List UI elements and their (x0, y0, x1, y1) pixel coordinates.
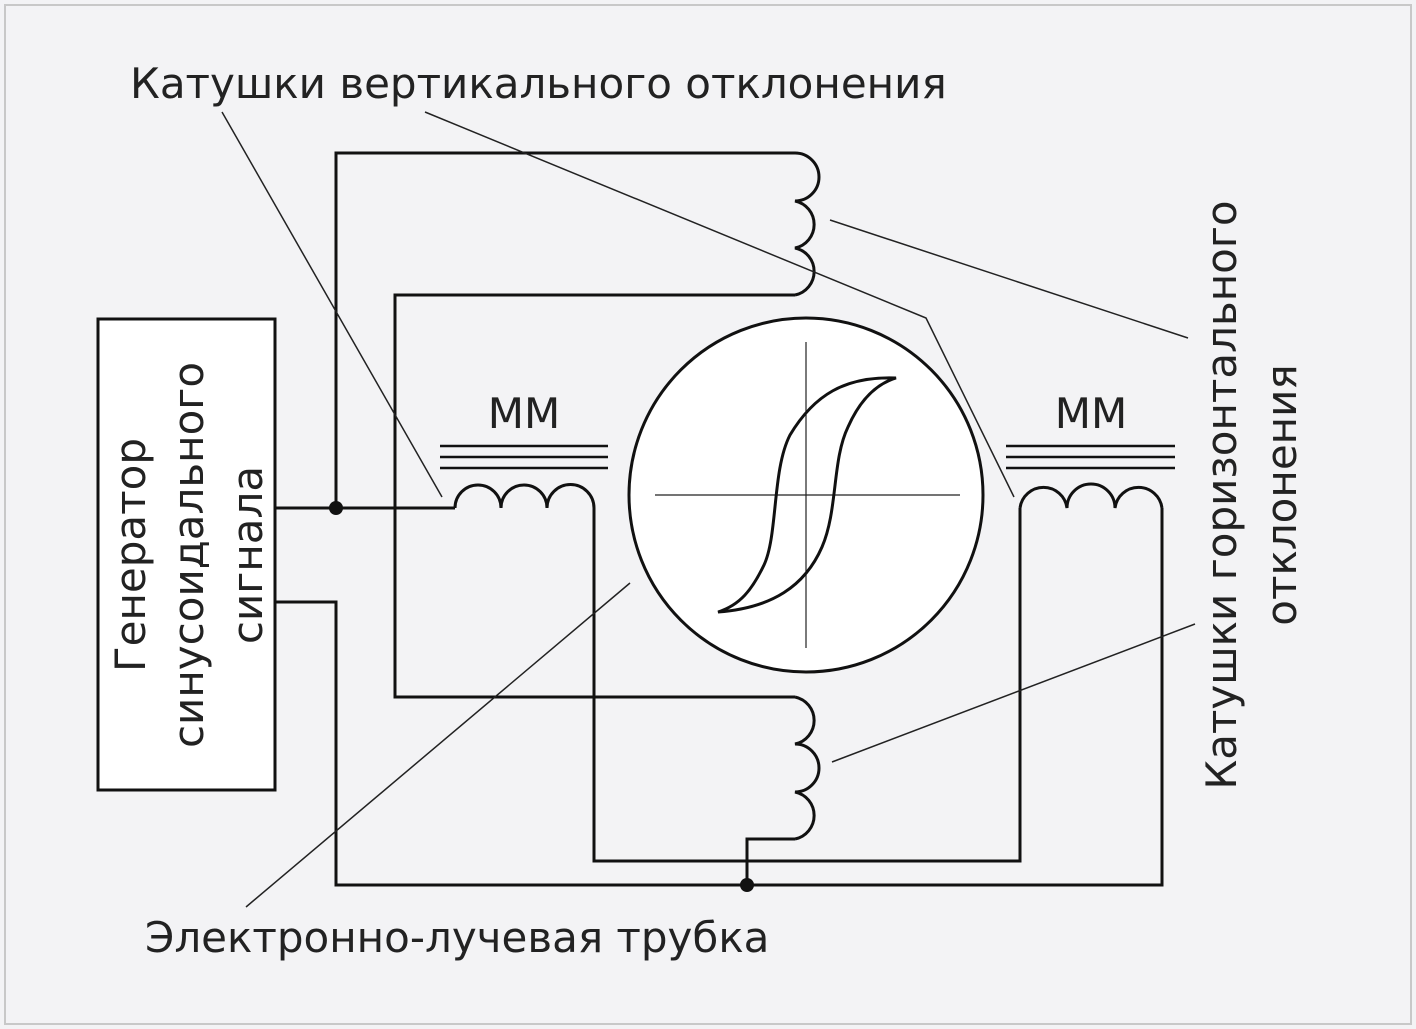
junction-node-bottom (740, 878, 754, 892)
left-mm-winding (453, 483, 596, 509)
hysteresis-loop (717, 376, 897, 614)
leader-horizontal-to-bottom-coil (831, 623, 1196, 763)
label-vertical-deflection-coils: Катушки вертикального отклонения (130, 59, 947, 108)
generator-label-line-2: синусоидального (164, 362, 213, 748)
label-horizontal-line-1: Катушки горизонтального (1197, 200, 1246, 789)
label-horizontal-line-2: отклонения (1257, 364, 1306, 625)
generator-label-line-1: Генератор (106, 438, 155, 672)
wire-left-mm-return (592, 508, 1022, 863)
bottom-vertical-coil (794, 695, 821, 841)
generator-label: Генератор синусоидального сигнала (106, 362, 272, 748)
leader-lines (221, 111, 1196, 908)
junction-node-left (329, 501, 343, 515)
right-mm-transformer: MM (1006, 389, 1175, 509)
wire-bottom-coil-end (745, 837, 795, 885)
left-mm-transformer: MM (440, 389, 608, 509)
sine-generator-block (96, 317, 277, 792)
generator-label-line-3: сигнала (223, 466, 272, 644)
right-mm-winding (1018, 482, 1164, 509)
top-vertical-coil (794, 151, 821, 297)
label-crt: Электронно-лучевая трубка (145, 913, 769, 962)
wire-branch-top (334, 151, 795, 508)
diagram-frame (4, 4, 1412, 1025)
left-mm-label: MM (488, 389, 560, 438)
leader-vertical-to-left-mm (221, 111, 443, 498)
wire-gen-out-2 (275, 508, 1164, 887)
leader-crt (245, 582, 631, 908)
leader-vertical-to-right-mm (424, 111, 1015, 498)
right-mm-label: MM (1055, 389, 1127, 438)
wiring (275, 151, 1164, 887)
leader-horizontal-to-top-coil (829, 219, 1189, 339)
label-horizontal-deflection-coils: Катушки горизонтального отклонения (1197, 200, 1306, 789)
